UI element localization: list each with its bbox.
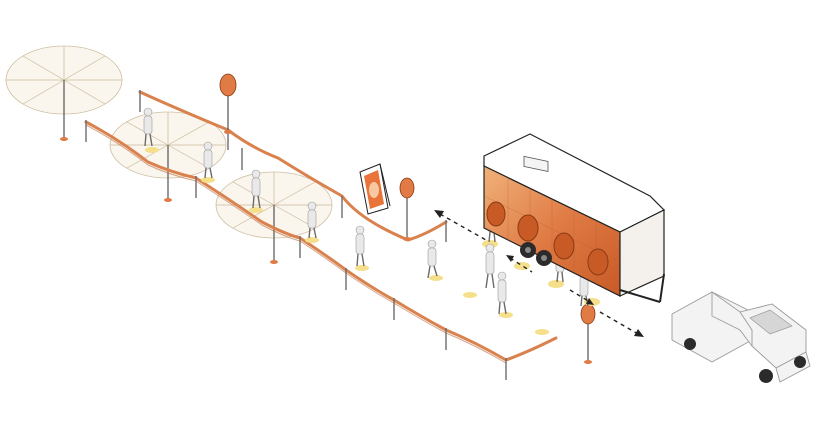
barrier-post — [85, 90, 507, 380]
person-figure-icon — [427, 239, 438, 279]
direction-arrow-icon — [434, 210, 487, 241]
person-figure-icon — [203, 141, 213, 179]
a-frame-sign-icon — [359, 163, 391, 215]
person-figure-icon — [251, 169, 261, 209]
trailer-icon — [483, 133, 666, 303]
round-sign-icon — [399, 177, 415, 241]
direction-arrow-icon — [599, 311, 644, 337]
round-sign-icon — [219, 73, 237, 134]
umbrella-shade-icon — [5, 45, 123, 141]
umbrella-shade-icon — [215, 171, 333, 264]
direction-arrow-icon — [506, 255, 533, 273]
person-figure-icon — [355, 225, 365, 267]
person-figure-icon — [143, 107, 153, 147]
person-figure-icon — [497, 271, 507, 315]
umbrella-shade-icon — [109, 111, 227, 202]
person-figure-icon — [307, 201, 317, 239]
person-figure-icon — [485, 243, 495, 289]
direction-arrow-icon — [569, 289, 594, 305]
pickup-truck-icon — [671, 291, 811, 383]
round-sign-icon — [580, 303, 596, 364]
